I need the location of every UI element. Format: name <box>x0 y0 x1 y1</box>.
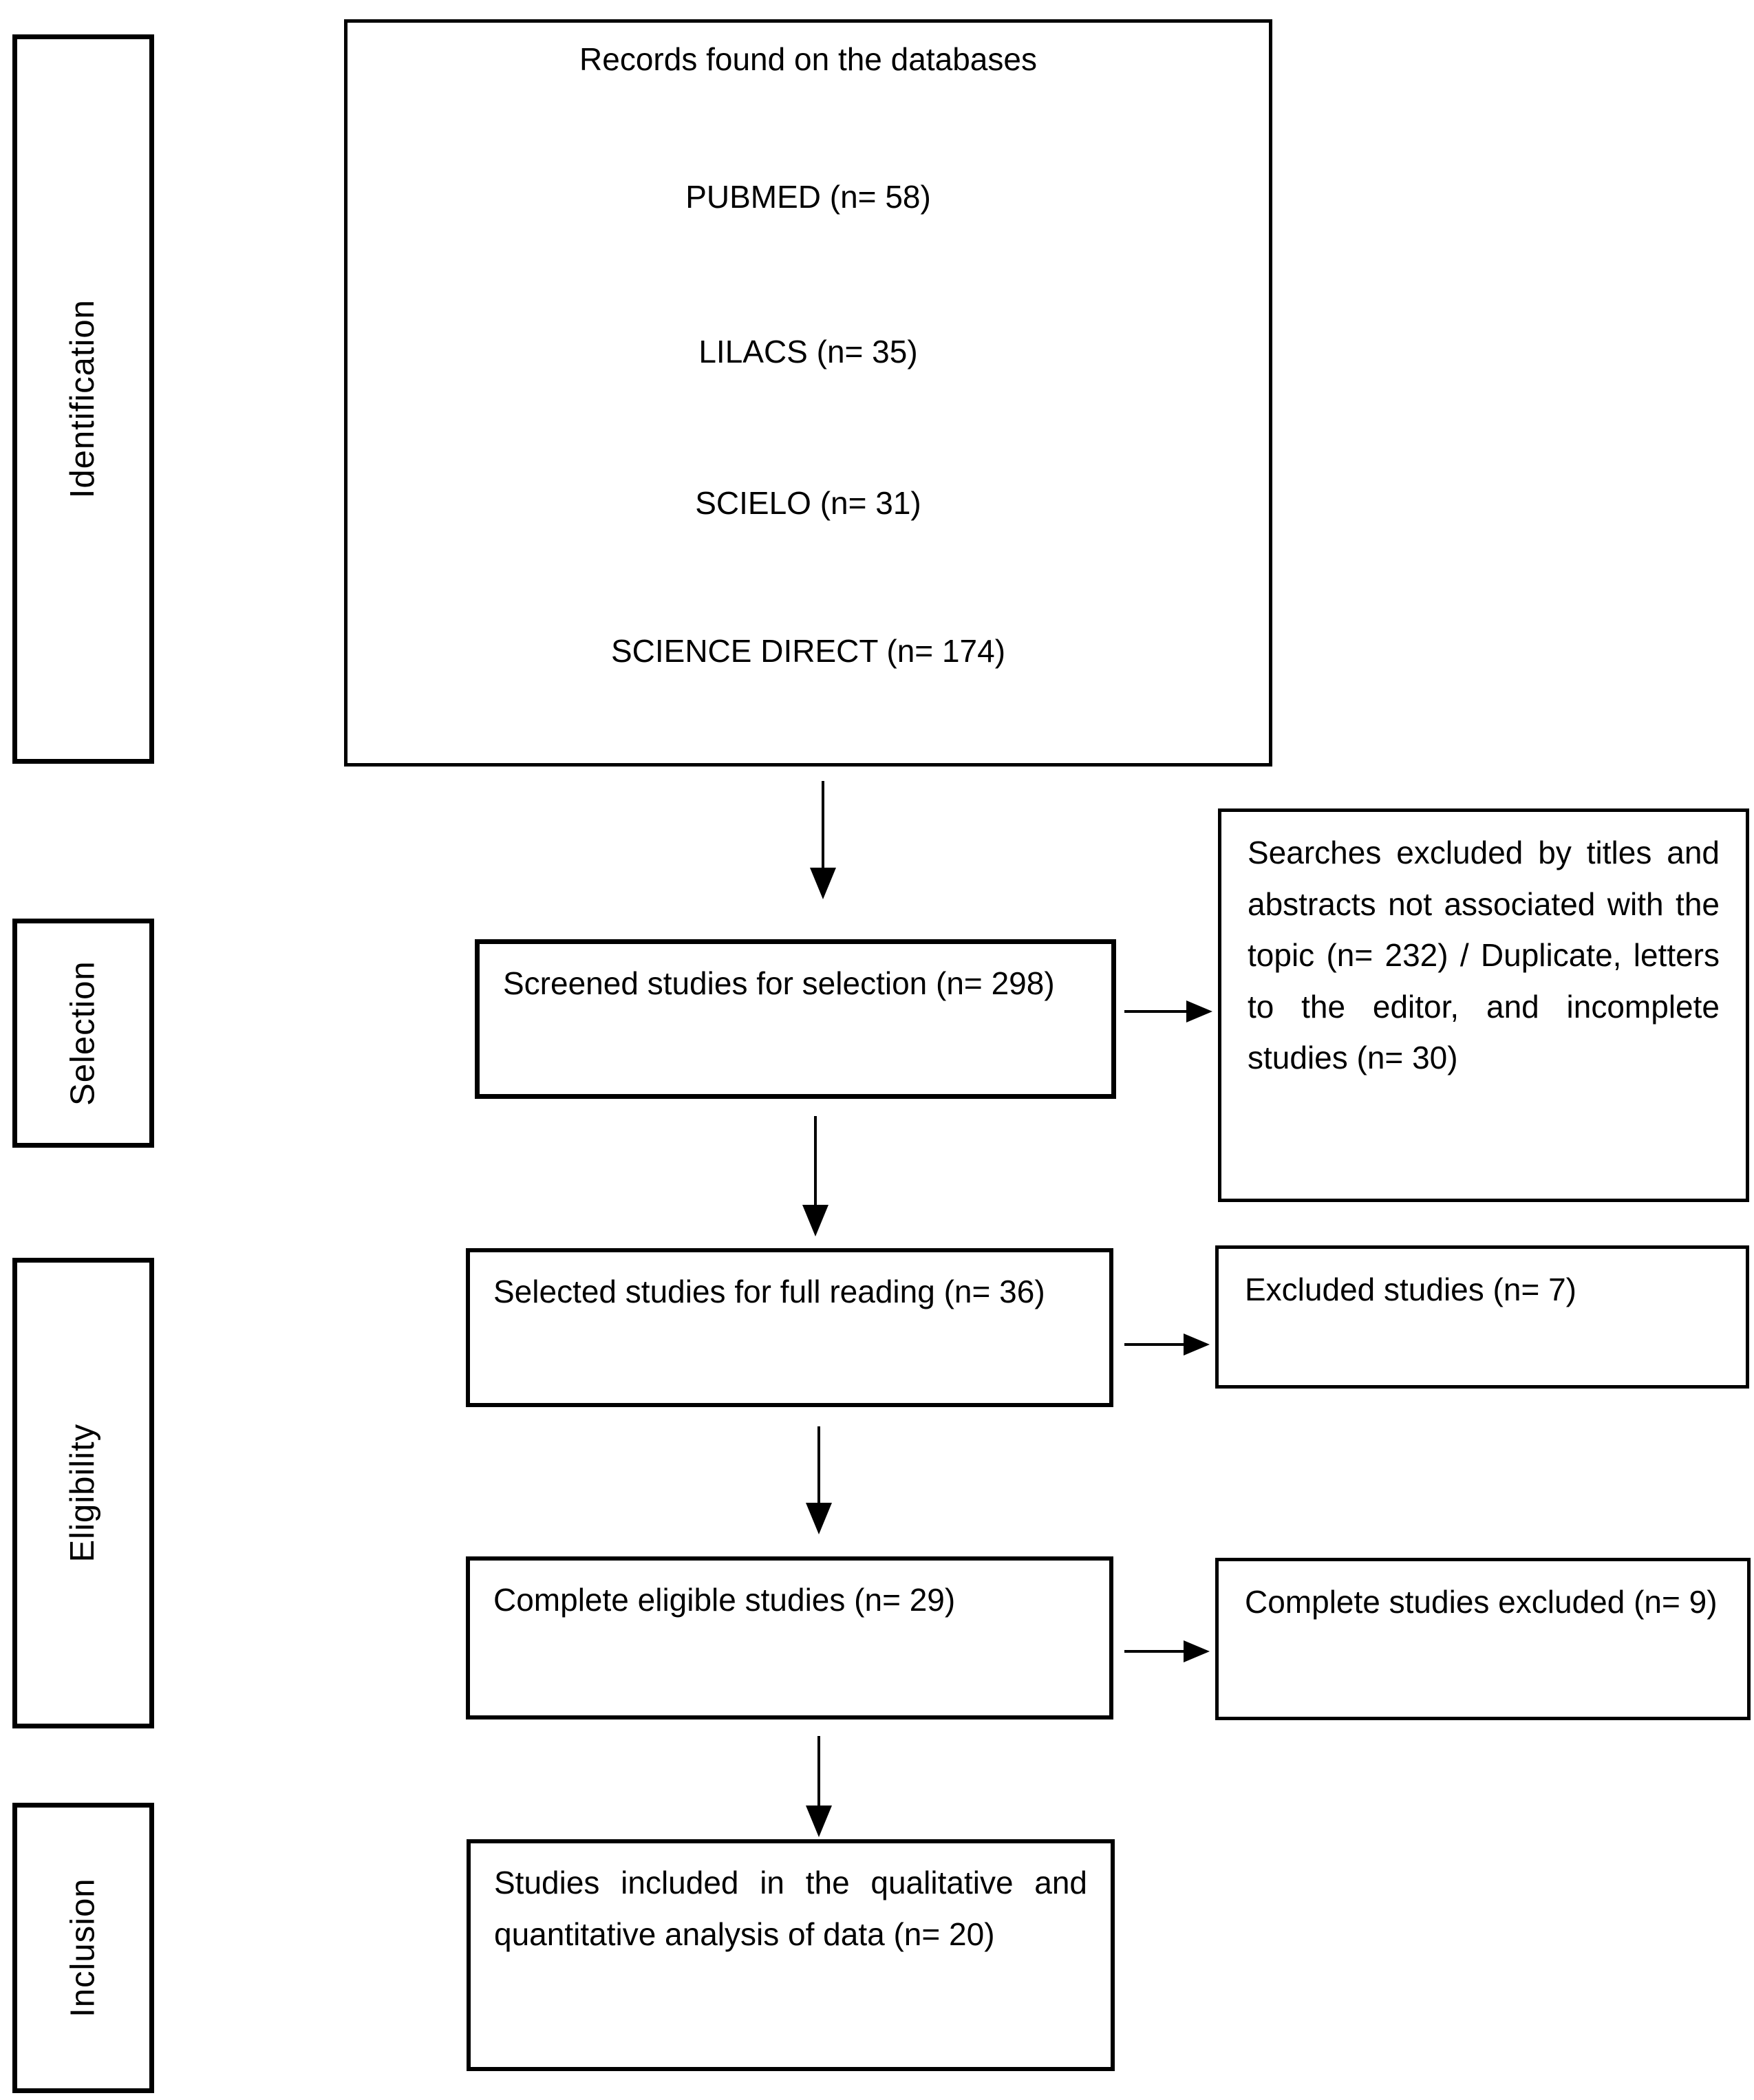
excluded-titles-abstracts-box: Searches excluded by titles and abstract… <box>1218 808 1749 1202</box>
stage-box-identification: Identification <box>12 34 154 764</box>
included-studies-box: Studies included in the qualitative and … <box>467 1839 1115 2071</box>
screened-studies-box: Screened studies for selection (n= 298) <box>475 939 1116 1099</box>
excluded-studies-text: Excluded studies (n= 7) <box>1245 1272 1576 1307</box>
arrow-down-icon <box>806 1806 832 1837</box>
stage-label-inclusion: Inclusion <box>64 1878 102 2018</box>
records-source-scielo: SCIELO (n= 31) <box>695 485 921 521</box>
stage-box-eligibility: Eligibility <box>12 1258 154 1728</box>
arrow-screened-to-excluded <box>1124 1000 1212 1022</box>
records-source-science-direct: SCIENCE DIRECT (n= 174) <box>610 633 1006 669</box>
complete-studies-excluded-box: Complete studies excluded (n= 9) <box>1215 1558 1751 1720</box>
excluded-studies-box: Excluded studies (n= 7) <box>1215 1245 1749 1389</box>
arrow-selected-to-eligible <box>806 1426 832 1534</box>
arrow-right-icon <box>1184 1640 1210 1662</box>
records-source-lilacs: LILACS (n= 35) <box>698 334 918 369</box>
arrow-shaft <box>814 1116 817 1208</box>
eligible-studies-box: Complete eligible studies (n= 29) <box>466 1556 1113 1719</box>
stage-label-identification: Identification <box>64 299 102 499</box>
arrow-shaft <box>1124 1343 1185 1346</box>
complete-studies-excluded-text: Complete studies excluded (n= 9) <box>1245 1584 1718 1620</box>
arrow-screened-to-selected <box>802 1116 828 1236</box>
records-source-pubmed: PUBMED (n= 58) <box>685 179 931 215</box>
stage-label-eligibility: Eligibility <box>64 1424 102 1563</box>
included-studies-text: Studies included in the qualitative and … <box>494 1865 1087 1952</box>
arrow-down-icon <box>806 1503 832 1534</box>
selected-studies-box: Selected studies for full reading (n= 36… <box>466 1248 1113 1407</box>
arrow-selected-to-excluded <box>1124 1333 1210 1356</box>
arrow-eligible-to-included <box>806 1736 832 1837</box>
records-found-box: Records found on the databases PUBMED (n… <box>344 19 1272 767</box>
arrow-shaft <box>822 781 824 870</box>
stage-box-inclusion: Inclusion <box>12 1803 154 2093</box>
arrow-right-icon <box>1184 1333 1210 1356</box>
arrow-right-icon <box>1186 1000 1212 1022</box>
arrow-records-to-screened <box>810 781 836 899</box>
selected-studies-text: Selected studies for full reading (n= 36… <box>493 1274 1045 1309</box>
arrow-shaft <box>817 1426 820 1506</box>
arrow-down-icon <box>810 868 836 899</box>
screened-studies-text: Screened studies for selection (n= 298) <box>503 965 1055 1001</box>
stage-label-selection: Selection <box>64 961 102 1106</box>
arrow-shaft <box>817 1736 820 1808</box>
arrow-shaft <box>1124 1010 1188 1013</box>
arrow-down-icon <box>802 1205 828 1236</box>
records-title: Records found on the databases <box>579 41 1037 77</box>
eligible-studies-text: Complete eligible studies (n= 29) <box>493 1582 956 1618</box>
stage-box-selection: Selection <box>12 919 154 1148</box>
arrow-eligible-to-excluded <box>1124 1640 1210 1662</box>
arrow-shaft <box>1124 1650 1185 1653</box>
excluded-titles-abstracts-text: Searches excluded by titles and abstract… <box>1248 835 1720 1076</box>
